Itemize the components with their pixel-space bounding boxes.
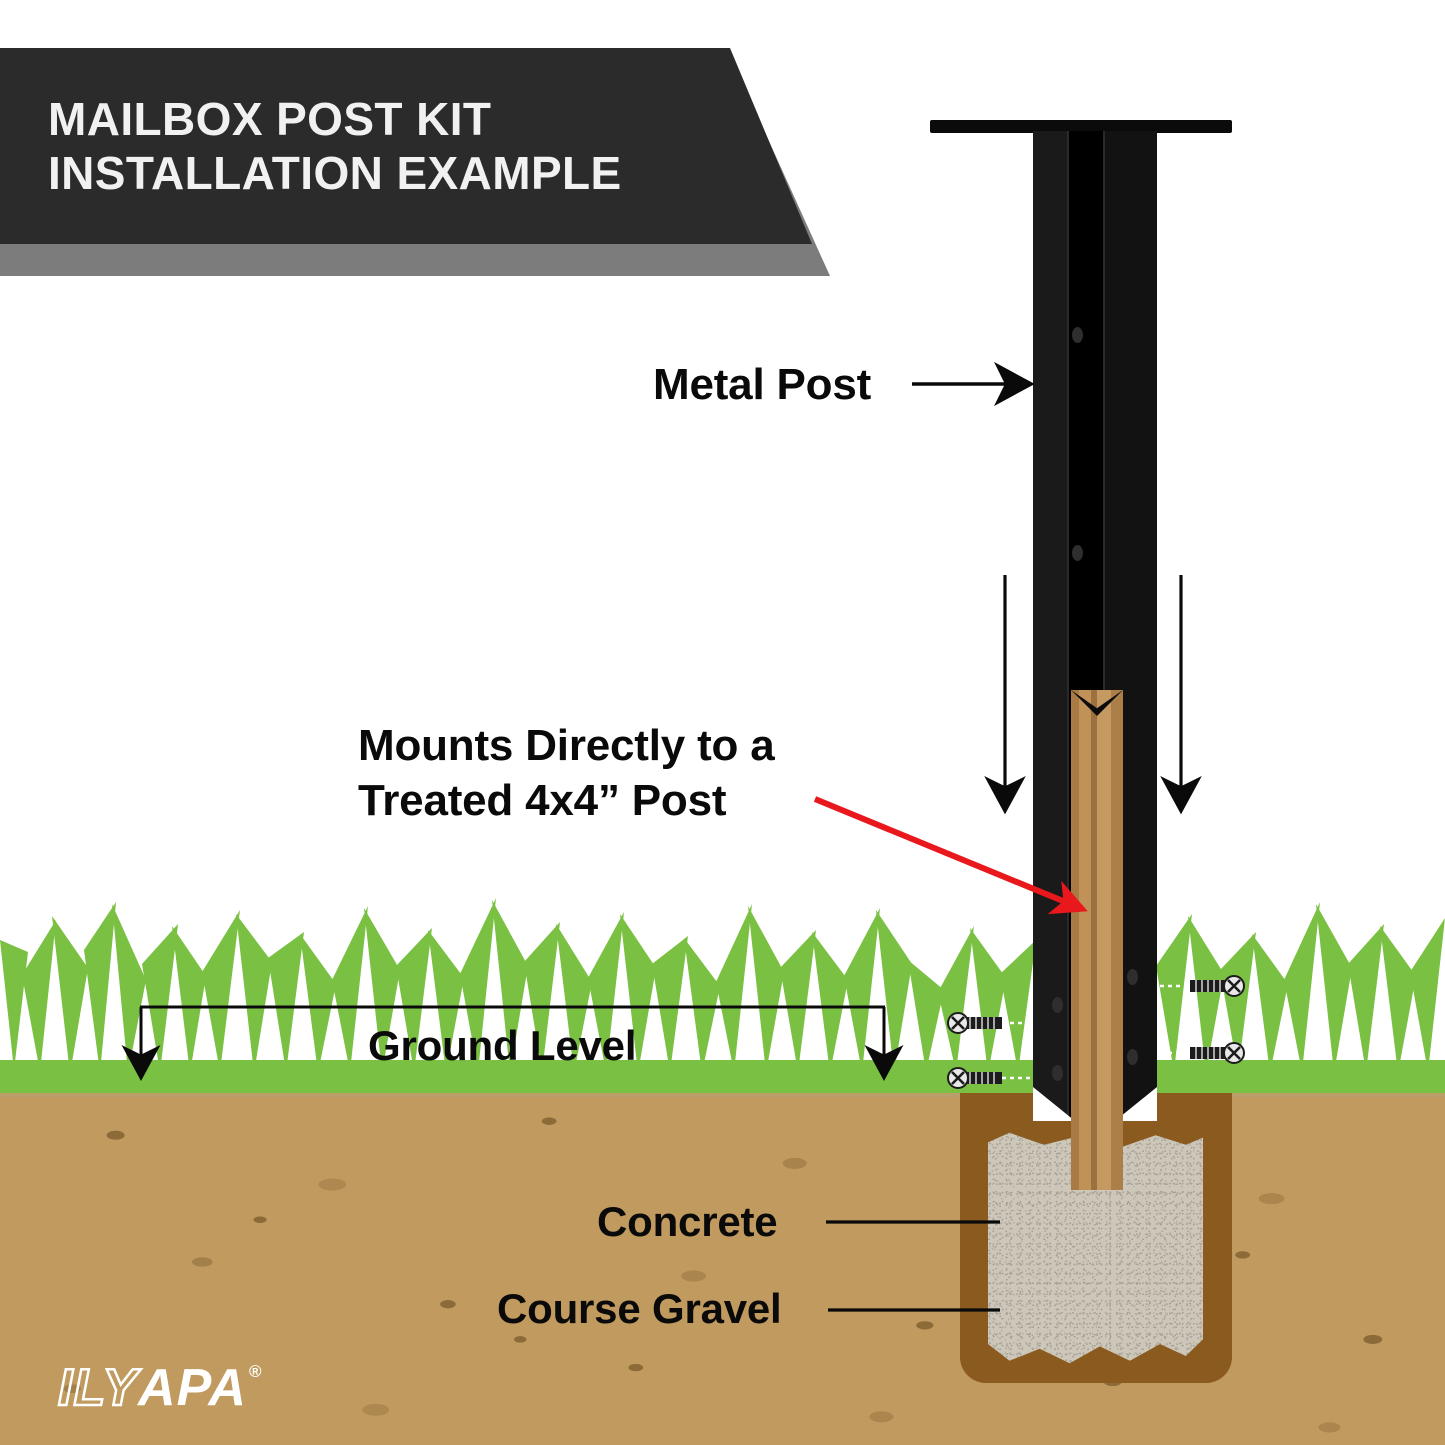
post-bolt-hole: [1127, 969, 1138, 985]
wood-post: [1071, 690, 1123, 1190]
wood-grain: [1079, 690, 1091, 1190]
banner-line-1: MAILBOX POST KIT: [48, 92, 492, 145]
mounting-plate: [930, 120, 1232, 133]
post-bolt-hole: [1072, 327, 1083, 343]
screw-right-lower: [1160, 1042, 1245, 1064]
label-mounts-line-1: Mounts Directly to a: [358, 721, 775, 770]
wood-grain: [1097, 690, 1111, 1190]
label-mounts-line-2: Treated 4x4” Post: [358, 776, 727, 825]
post-bolt-hole: [1072, 545, 1083, 561]
screw-left-upper: [947, 1012, 1030, 1034]
label-ground-level: Ground Level: [368, 1022, 637, 1069]
post-seam-right: [1103, 131, 1105, 1121]
mounts-red-arrow: [813, 796, 1088, 915]
ilyapa-logo: ILY APA ®: [57, 1358, 262, 1419]
label-course-gravel: Course Gravel: [497, 1285, 782, 1332]
title-banner: MAILBOX POST KIT INSTALLATION EXAMPLE: [0, 48, 840, 276]
label-concrete: Concrete: [597, 1198, 778, 1245]
grass-blades: [0, 898, 1445, 1100]
logo-solid-text: APA: [138, 1359, 247, 1417]
banner-body: MAILBOX POST KIT INSTALLATION EXAMPLE: [0, 48, 812, 244]
screw-left-lower: [947, 1067, 1030, 1089]
screw-right-upper: [1160, 975, 1245, 997]
label-metal-post: Metal Post: [653, 360, 872, 409]
wood-grain: [1091, 690, 1097, 1190]
wood-grain: [1111, 690, 1123, 1190]
label-mounts-directly: Mounts Directly to a Treated 4x4” Post: [358, 718, 775, 828]
banner-line-2: INSTALLATION EXAMPLE: [48, 147, 622, 199]
wood-grain: [1071, 690, 1079, 1190]
post-bolt-hole: [1127, 1049, 1138, 1065]
banner-text: MAILBOX POST KIT INSTALLATION EXAMPLE: [0, 92, 622, 201]
registered-trademark-icon: ®: [248, 1362, 262, 1381]
ground-line: [0, 1093, 1445, 1097]
post-bolt-hole: [1052, 997, 1063, 1013]
grass-layer: [0, 880, 1445, 1100]
ground-level-bracket: [121, 1005, 904, 1081]
post-seam-left: [1067, 131, 1069, 1121]
post-bolt-hole: [1052, 1065, 1063, 1081]
post-face-left: [1033, 131, 1069, 1121]
logo-outline-text: ILY: [57, 1358, 139, 1419]
